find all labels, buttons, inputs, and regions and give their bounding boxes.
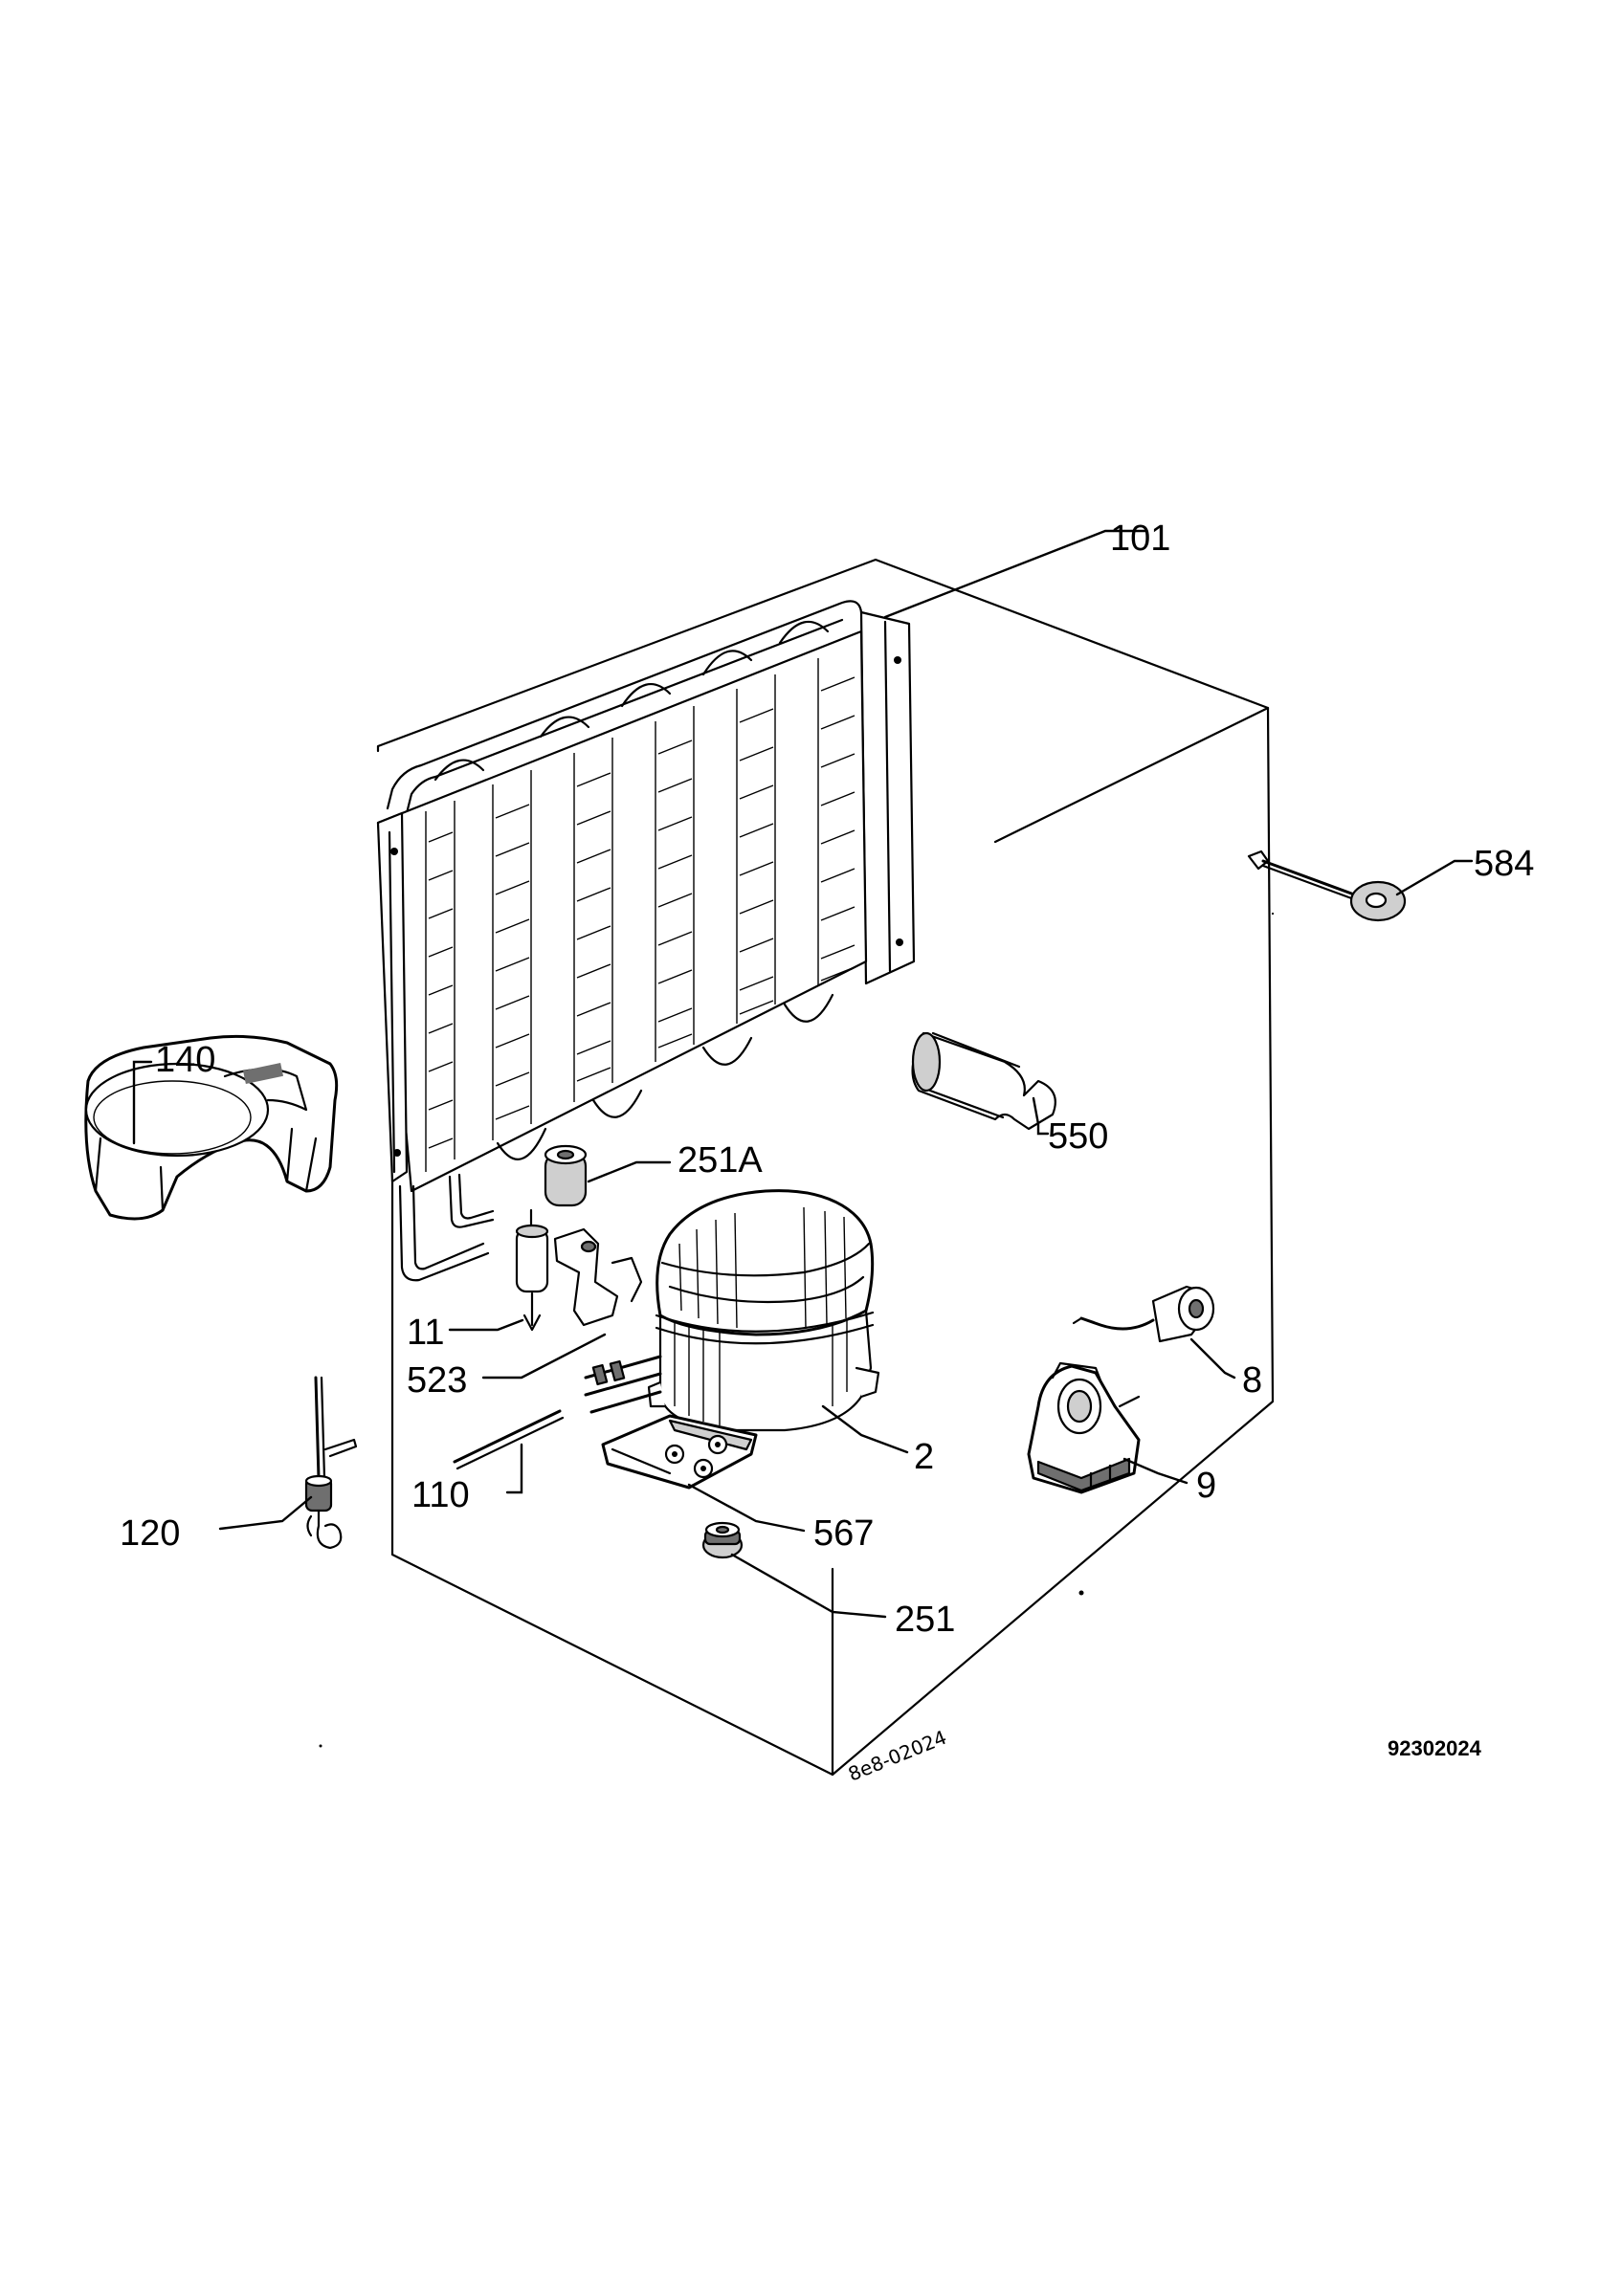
label-8: 8 [1242,1360,1262,1401]
label-11: 11 [407,1313,444,1353]
condenser-101 [376,600,916,1282]
label-523: 523 [407,1360,467,1401]
sensor-clip-584 [1247,850,1407,922]
service-valve-120 [304,1376,358,1550]
label-584: 584 [1474,844,1534,884]
label-101: 101 [1110,519,1170,559]
drip-tray-140 [84,1034,339,1221]
cabinet-outline [376,558,1275,1777]
label-550: 550 [1048,1116,1108,1157]
dryer-filter-11 [515,1208,549,1332]
handwritten-code: 8e8-02024 [845,1726,950,1786]
leader-lines [132,529,1474,1619]
rubber-grommet-251 [701,1521,744,1559]
label-140: 140 [155,1040,215,1080]
label-251: 251 [895,1600,955,1640]
drawing-number: 92302024 [1388,1736,1482,1760]
label-9: 9 [1196,1466,1216,1506]
grommet-251A [544,1144,588,1207]
label-251A: 251A [678,1140,763,1181]
label-110: 110 [411,1475,470,1515]
starting-relay-9 [1027,1361,1141,1494]
label-567: 567 [813,1513,874,1554]
part-labels: 101 584 550 140 251A 11 523 8 110 2 9 12… [120,519,1534,1640]
capillary-tube-110 [453,1409,565,1470]
compressor-2 [584,1189,880,1432]
pipe-cover-550 [911,1031,1056,1131]
label-2: 2 [914,1437,934,1477]
label-120: 120 [120,1513,180,1554]
overload-protector-8 [1072,1285,1215,1343]
mounting-plate-567 [601,1414,758,1490]
bracket-523 [553,1227,643,1327]
